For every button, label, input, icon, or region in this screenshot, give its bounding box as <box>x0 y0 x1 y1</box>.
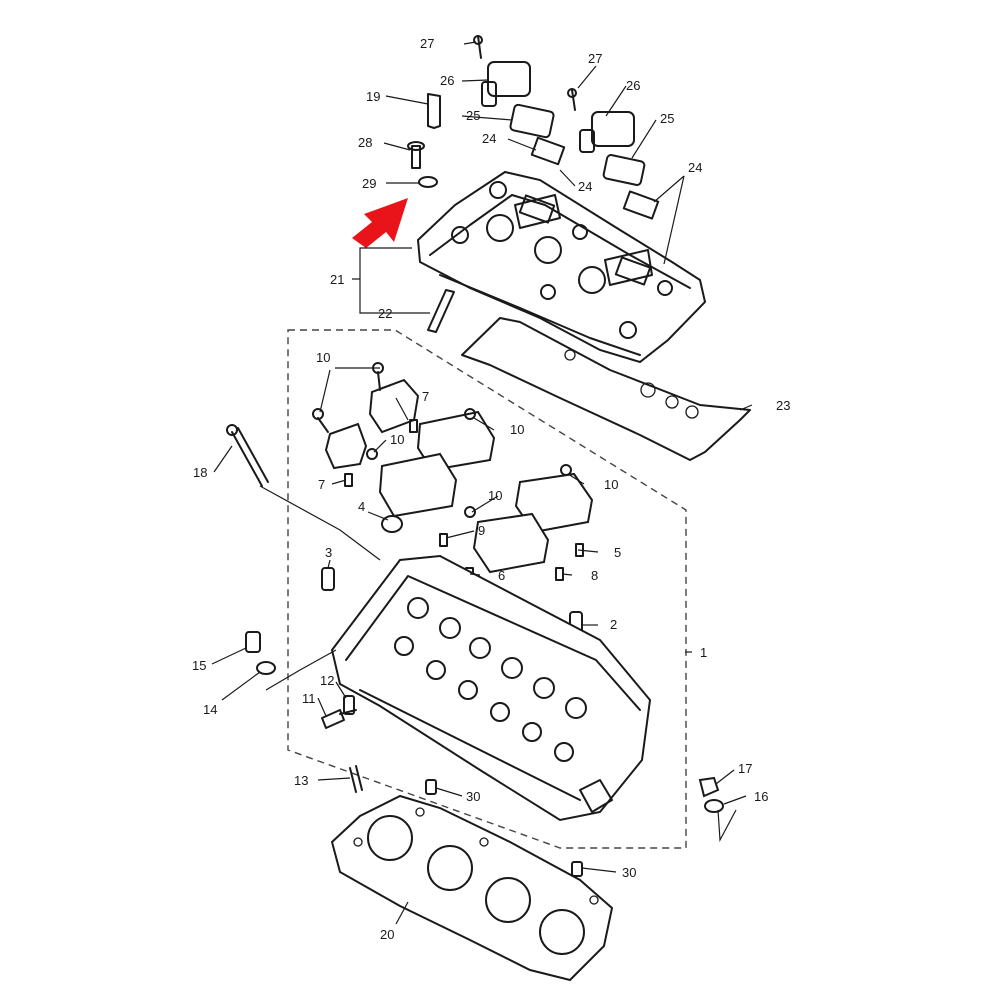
callout-10d: 10 <box>604 477 618 492</box>
callout-24b: 24 <box>578 179 592 194</box>
ignition-coil-right <box>567 88 635 153</box>
clip <box>622 190 660 220</box>
callout-23: 23 <box>776 398 790 413</box>
clip <box>530 136 566 166</box>
assembly-boundary <box>287 329 687 849</box>
callout-3: 3 <box>325 545 332 560</box>
nut-17 <box>698 776 720 798</box>
callout-13: 13 <box>294 773 308 788</box>
head-cover-gasket <box>461 317 751 461</box>
callout-19: 19 <box>366 89 380 104</box>
plug-3 <box>321 567 335 591</box>
head-gasket <box>330 794 614 982</box>
callout-1: 1 <box>700 645 707 660</box>
bracket-22 <box>427 289 455 333</box>
callout-labels: 1 2 3 4 5 5 6 7 7 8 9 10 10 10 10 10 11 … <box>192 36 790 942</box>
washer-16 <box>704 799 724 813</box>
callout-2: 2 <box>610 617 617 632</box>
clip <box>518 194 556 224</box>
bolt-12 <box>343 695 355 715</box>
callout-16: 16 <box>754 789 768 804</box>
cam-cap <box>464 506 550 574</box>
bolt-15 <box>245 631 261 653</box>
callout-17: 17 <box>738 761 752 776</box>
callout-18: 18 <box>193 465 207 480</box>
ignition-coil-left <box>473 35 531 107</box>
callout-11: 11 <box>302 691 316 706</box>
callout-9: 9 <box>478 523 485 538</box>
cylinder-head <box>330 554 652 822</box>
callout-27b: 27 <box>588 51 602 66</box>
callout-30a: 30 <box>466 789 480 804</box>
callout-10a: 10 <box>316 350 330 365</box>
callout-7b: 7 <box>422 389 429 404</box>
callout-25a: 25 <box>466 108 480 123</box>
callout-28: 28 <box>358 135 372 150</box>
clip <box>614 256 652 286</box>
callout-10c: 10 <box>510 422 524 437</box>
temp-sensor <box>427 93 441 129</box>
washer-29 <box>418 176 438 188</box>
callout-20: 20 <box>380 927 394 942</box>
coil-seal <box>602 154 646 186</box>
leader-lines <box>211 41 753 925</box>
dowel-7 <box>409 419 418 433</box>
cam-cap <box>312 408 368 470</box>
callout-24a: 24 <box>482 131 496 146</box>
cylinder-head-cover <box>416 170 707 364</box>
bolt-11 <box>321 709 345 729</box>
dowel-30 <box>425 779 437 795</box>
bolt-28 <box>411 145 421 169</box>
callout-6: 6 <box>498 568 505 583</box>
callout-30b: 30 <box>622 865 636 880</box>
callout-26b: 26 <box>626 78 640 93</box>
callout-4: 4 <box>358 499 365 514</box>
callout-24c: 24 <box>688 160 702 175</box>
callout-14: 14 <box>203 702 217 717</box>
cam-cap <box>366 448 458 518</box>
stud-bolt-18 <box>226 424 269 487</box>
callout-15: 15 <box>192 658 206 673</box>
washer-14 <box>256 661 276 675</box>
dowel-8 <box>555 567 564 581</box>
stud-13 <box>349 765 363 793</box>
dowel-30 <box>571 861 583 877</box>
dowel-7 <box>344 473 353 487</box>
callout-26a: 26 <box>440 73 454 88</box>
callout-21: 21 <box>330 272 344 287</box>
callout-8: 8 <box>591 568 598 583</box>
callout-5a: 5 <box>614 545 621 560</box>
callout-27a: 27 <box>420 36 434 51</box>
callout-12: 12 <box>320 673 334 688</box>
callout-7a: 7 <box>318 477 325 492</box>
dowel-9 <box>439 533 448 547</box>
callout-10b: 10 <box>390 432 404 447</box>
red-arrow <box>352 198 408 248</box>
callout-10e: 10 <box>488 488 502 503</box>
callout-22: 22 <box>378 306 392 321</box>
coil-seal <box>509 103 555 139</box>
callout-29: 29 <box>362 176 376 191</box>
callout-25b: 25 <box>660 111 674 126</box>
